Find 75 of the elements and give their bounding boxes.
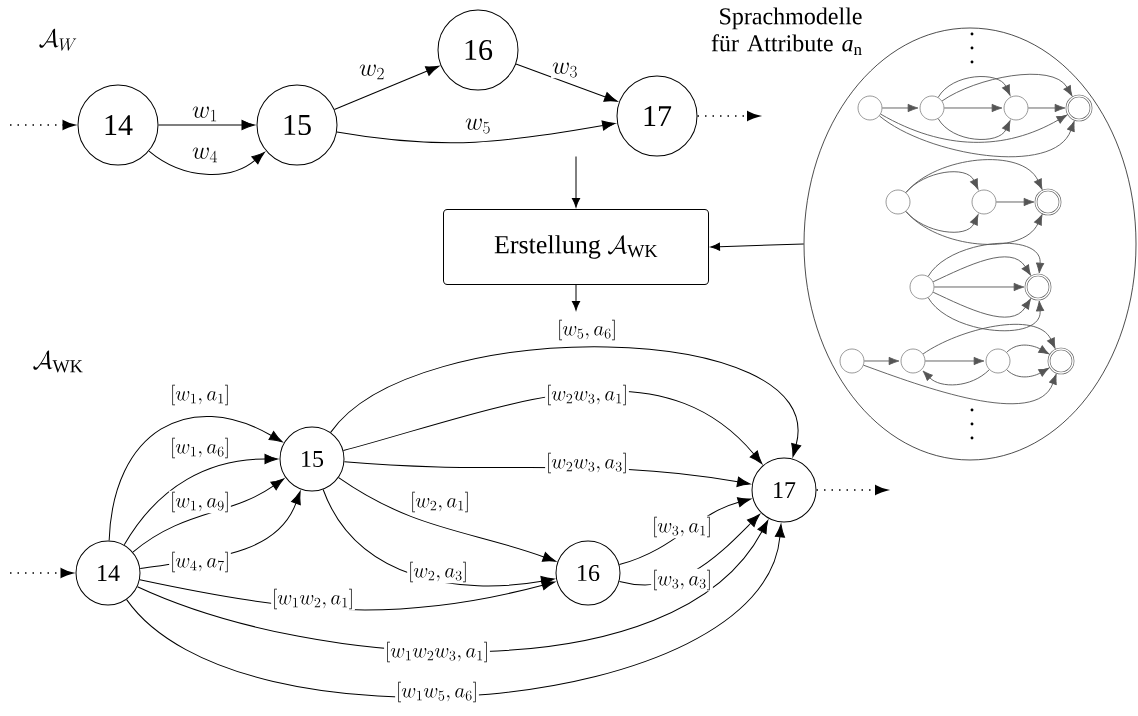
- accepting-state-circle: [1034, 188, 1062, 216]
- arrow: [571, 284, 581, 311]
- arrow: [941, 73, 1073, 102]
- edge-label: $w_4$: [191, 146, 219, 164]
- edge-label: $[w_2,a_3]$: [407, 560, 469, 584]
- arrow: [933, 282, 1025, 292]
- arrow: [338, 477, 556, 562]
- arrow: [863, 364, 1057, 405]
- arrow: [880, 113, 1068, 143]
- arrow: [905, 159, 1043, 193]
- edge-label: $[w_1,a_9]$: [169, 490, 231, 514]
- process-box: $\text{Erstellung }\mathcal{A}_{\mathrm{WK}}$: [443, 209, 709, 285]
- arrow: [937, 76, 1011, 98]
- state-circle: [971, 189, 997, 215]
- edge-label: $[w_5,a_6]$: [556, 318, 618, 342]
- edge-label: $w_3$: [551, 61, 579, 79]
- accepting-state-circle: [1065, 94, 1093, 122]
- state-circle: [909, 274, 935, 300]
- arrow: [932, 256, 1031, 283]
- arrow: [148, 150, 265, 175]
- dotted-arrow: [815, 485, 888, 495]
- dotted-arrow: [696, 111, 760, 121]
- edge-label: $w_1$: [191, 105, 219, 123]
- edge-label: $[w_2w_3,a_3]$: [545, 451, 629, 475]
- arrow: [927, 297, 1045, 332]
- edge-label: $[w_1w_5,a_6]$: [395, 680, 479, 704]
- arrow: [330, 346, 802, 458]
- edge-label: $[w_4,a_7]$: [169, 550, 231, 574]
- accepting-state-circle: [1047, 347, 1075, 375]
- edge-label: $[w_2,a_1]$: [409, 490, 471, 514]
- arrow: [922, 369, 990, 386]
- state-circle: [839, 348, 865, 374]
- arrow: [123, 453, 278, 546]
- edge-label: $[w_1w_2w_3,a_1]$: [384, 640, 490, 664]
- automaton-name: $\mathcal{A}_{\mathrm{WK}}$: [33, 350, 83, 373]
- arrow: [571, 156, 581, 208]
- edge-label: $w_5$: [464, 117, 492, 135]
- arrow: [333, 65, 440, 110]
- automaton-name: $\mathcal{A}_W$: [39, 28, 77, 51]
- arrow: [995, 197, 1035, 207]
- state-circle: [985, 348, 1011, 374]
- arrow: [905, 210, 1043, 245]
- arrow: [878, 115, 1075, 158]
- edge-label: $[w_3,a_1]$: [651, 515, 713, 539]
- arrow: [1006, 367, 1050, 378]
- arrow: [158, 119, 255, 131]
- arrow: [336, 120, 616, 144]
- state-circle: [857, 95, 883, 121]
- state-circle: [1003, 95, 1029, 121]
- edge-label: $[w_1,a_6]$: [169, 436, 231, 460]
- arrow: [943, 103, 1003, 113]
- edge-label: $[w_2w_3,a_1]$: [545, 383, 629, 407]
- arrow: [863, 356, 900, 366]
- arrow: [937, 118, 1011, 140]
- accepting-state-circle: [1024, 273, 1052, 301]
- state-circle: [900, 348, 926, 374]
- edge-label: $[w_1,a_1]$: [169, 383, 231, 407]
- dotted-arrow: [9, 568, 74, 578]
- arrow: [515, 63, 618, 102]
- edge-label: $[w_1w_2,a_1]$: [271, 587, 355, 611]
- arrow: [710, 242, 805, 251]
- edge-label: $[w_3,a_3]$: [651, 568, 713, 592]
- arrow: [932, 291, 1031, 318]
- edge-label: $w_2$: [358, 63, 386, 81]
- arrow: [927, 242, 1045, 277]
- arrow: [1027, 103, 1066, 113]
- arrow: [924, 356, 985, 366]
- arrow: [108, 416, 283, 541]
- arrow: [922, 323, 1056, 355]
- state-circle: [885, 189, 911, 215]
- arrow: [1006, 344, 1050, 355]
- dotted-arrow: [9, 120, 76, 130]
- arrow: [881, 103, 919, 113]
- state-circle: [919, 95, 945, 121]
- node-label: Sprachmodelle: [720, 7, 862, 30]
